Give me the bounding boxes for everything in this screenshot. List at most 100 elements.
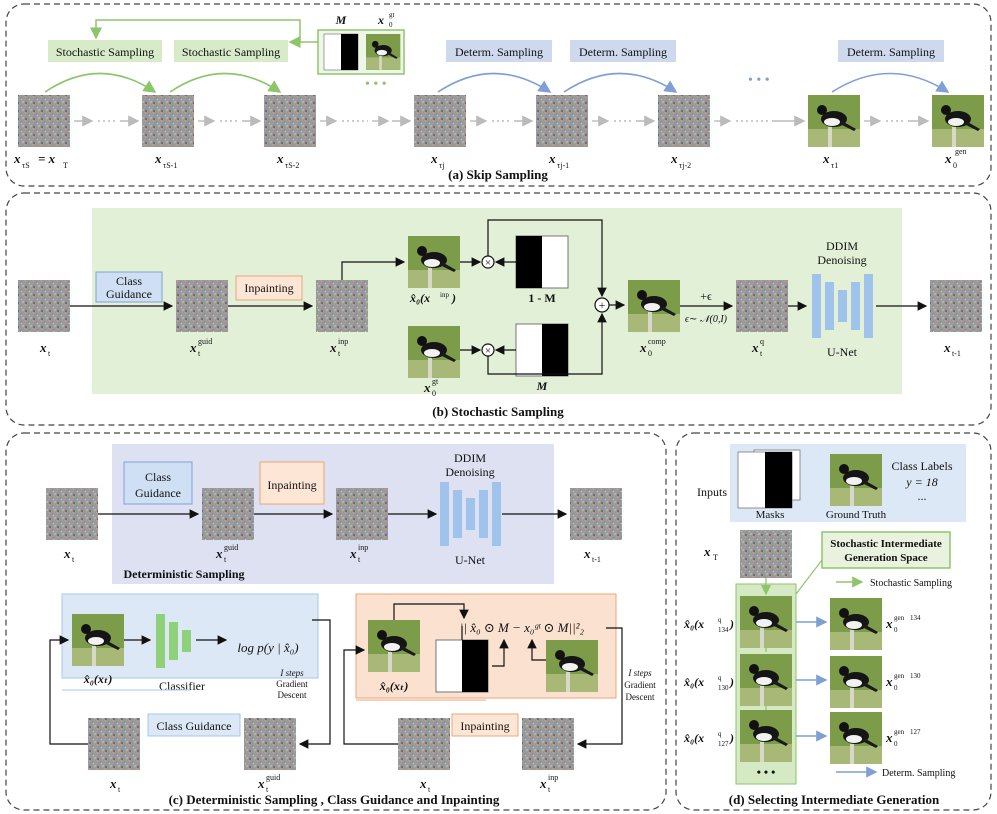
d-row-3: x̂₀(x 127 q ) x 0 gen 127: [683, 712, 921, 764]
svg-text:guid: guid: [224, 543, 238, 552]
svg-text:U-Net: U-Net: [455, 553, 486, 567]
panel-b-stochastic-sampling: x t Class Guidance x guid t Inpainting x…: [5, 192, 992, 426]
svg-text:Classifier: Classifier: [159, 679, 205, 693]
c-inpainting-box: [259, 461, 325, 505]
svg-text:Descent: Descent: [626, 692, 655, 702]
a-caption: (a) Skip Sampling: [448, 167, 548, 182]
svg-text:M: M: [536, 379, 548, 393]
svg-text:127: 127: [718, 740, 729, 748]
a-determ-label-1: Determ. Sampling: [455, 45, 543, 59]
c-x0hat-bird-1: [72, 614, 124, 666]
svg-text:Gradient: Gradient: [624, 680, 656, 690]
svg-text:0: 0: [894, 740, 898, 748]
c-caption: (c) Deterministic Sampling , Class Guida…: [169, 792, 500, 807]
panel-a-border: [5, 3, 992, 187]
svg-text:0: 0: [648, 349, 652, 358]
svg-text:Masks: Masks: [756, 509, 785, 521]
a-determ-box-3: [838, 40, 944, 62]
c-xt-image: [46, 488, 98, 540]
c-xguid-bottom: [244, 718, 296, 770]
svg-text:• • •: • • •: [748, 73, 770, 88]
svg-text:t: t: [48, 349, 51, 358]
svg-text:Inpainting: Inpainting: [244, 281, 293, 295]
svg-text:log p(y | x̂₀): log p(y | x̂₀): [237, 640, 298, 655]
svg-text:τ1: τ1: [831, 161, 838, 170]
c-mask: [435, 639, 489, 693]
svg-text:τj-2: τj-2: [679, 161, 691, 170]
svg-text:x: x: [329, 340, 337, 355]
svg-text:Inpainting: Inpainting: [267, 478, 316, 492]
c-cg-label-box: [147, 713, 241, 737]
b-xinp-image: [316, 280, 368, 332]
svg-text:x̂₀(x: x̂₀(x: [683, 675, 704, 689]
d-ground-truth-image: [830, 454, 882, 506]
a-mask-label: M: [335, 13, 347, 27]
svg-text:τS-1: τS-1: [163, 161, 177, 170]
svg-text:t: t: [760, 349, 763, 358]
svg-text:y = 18: y = 18: [905, 475, 937, 489]
svg-text:gt: gt: [432, 377, 439, 386]
svg-text:t: t: [428, 785, 431, 794]
d-mask-stack: [737, 449, 801, 509]
svg-text:): ): [451, 291, 456, 305]
svg-text:gen: gen: [894, 728, 905, 736]
svg-text:τj-1: τj-1: [557, 161, 569, 170]
svg-text:x: x: [539, 776, 547, 791]
svg-text:x: x: [39, 340, 47, 355]
panel-c-deterministic: x t Class Guidance x guid t Inpainting x…: [5, 432, 667, 811]
d-row-1: x̂₀(x 134 q ) x 0 gen 134: [683, 598, 921, 650]
d-caption: (d) Selecting Intermediate Generation: [729, 792, 940, 807]
svg-text:gen: gen: [894, 672, 905, 680]
svg-text:Descent: Descent: [278, 690, 307, 700]
svg-text:): ): [729, 617, 734, 631]
panel-a-skip-sampling: Stochastic Sampling Stochastic Sampling …: [5, 3, 992, 187]
panel-c-border: [5, 432, 667, 811]
svg-text:• • •: • • •: [757, 765, 776, 779]
svg-text:Class Guidance: Class Guidance: [157, 719, 232, 733]
b-x0hat-image: [408, 236, 460, 288]
svg-text:T: T: [713, 553, 718, 562]
svg-text:DDIM: DDIM: [454, 451, 486, 465]
svg-text:130: 130: [910, 672, 921, 680]
panel-d-border: [675, 432, 992, 811]
svg-text:inp: inp: [358, 543, 368, 552]
c-xt-bottom-left: [88, 718, 140, 770]
svg-text:T: T: [63, 161, 68, 170]
svg-text:t-1: t-1: [952, 349, 961, 358]
svg-text:x: x: [751, 340, 759, 355]
svg-text:Class Labels: Class Labels: [892, 459, 953, 473]
a-label-0: x: [13, 151, 21, 166]
a-label-4: x: [548, 151, 556, 166]
svg-text:t: t: [358, 555, 361, 564]
svg-text:x: x: [189, 340, 197, 355]
svg-text:inp: inp: [440, 291, 449, 299]
svg-text:ϵ∼ 𝒩(0,I): ϵ∼ 𝒩(0,I): [685, 314, 728, 325]
svg-text:q: q: [718, 616, 722, 624]
b-inpainting-box: [235, 275, 303, 301]
b-xguid-image: [176, 280, 228, 332]
a-determ-box-1: [446, 40, 552, 62]
svg-text:): ): [729, 675, 734, 689]
svg-text:t: t: [224, 555, 227, 564]
svg-text:Class: Class: [145, 470, 171, 484]
d-row-2: x̂₀(x 130 q ) x 0 gen 130: [683, 656, 921, 708]
d-gen-bird-2: [830, 656, 882, 708]
svg-text:|| x̂₀ ⊙ M − x₀ᵍᵗ ⊙ M||²₂: || x̂₀ ⊙ M − x₀ᵍᵗ ⊙ M||²₂: [460, 620, 585, 635]
d-col-bird-2: [740, 654, 792, 706]
svg-text:0: 0: [953, 161, 957, 170]
svg-text:x: x: [583, 546, 591, 561]
svg-text:x: x: [419, 776, 427, 791]
c-inp-label-box: [451, 713, 519, 737]
svg-text:q: q: [718, 730, 722, 738]
svg-text:Generation Space: Generation Space: [844, 552, 928, 564]
svg-text:x̂₀(x: x̂₀(x: [683, 731, 704, 745]
svg-text:x̂₀(xₜ): x̂₀(xₜ): [379, 679, 409, 693]
d-gen-bird-3: [830, 712, 882, 764]
b-xt-image: [18, 280, 70, 332]
b-x0gt-image: [408, 326, 460, 378]
svg-text:Guidance: Guidance: [135, 486, 181, 500]
a-node-xtau1: [808, 95, 860, 147]
a-gt-label: x: [377, 13, 384, 27]
a-label-7: x: [944, 151, 952, 166]
c-xinp-image: [336, 488, 388, 540]
